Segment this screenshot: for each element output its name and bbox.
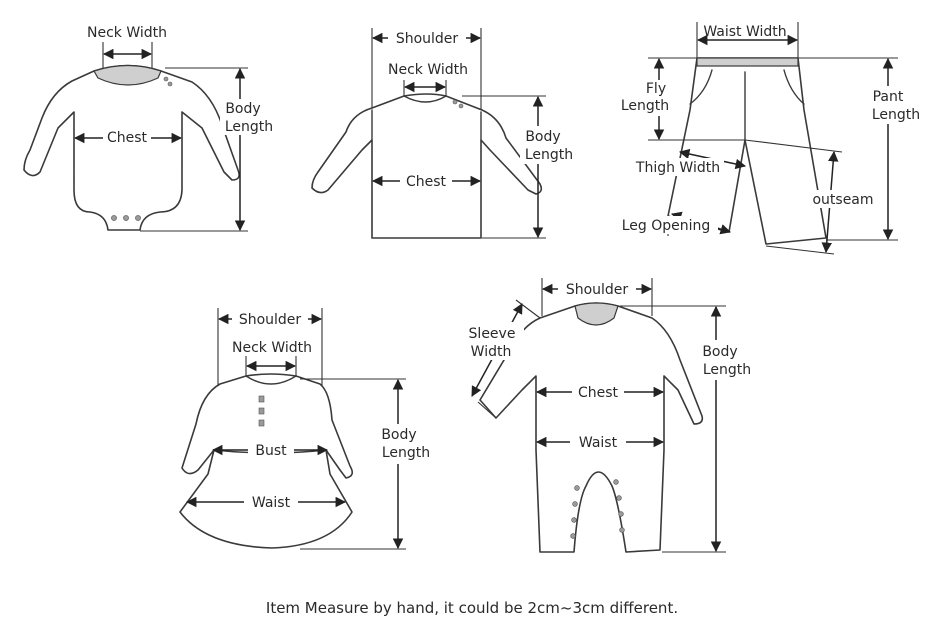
- dress-button: [258, 407, 265, 415]
- bodysuit-snap: [163, 76, 169, 82]
- pants-pocket: [783, 69, 805, 105]
- dress-diagram: Shoulder Neck Width Bust Waist Body Leng…: [179, 308, 436, 550]
- romper-snap: [570, 533, 576, 539]
- body-length-label: Body: [525, 129, 560, 145]
- sleeve-width-label: Width: [471, 344, 512, 360]
- romper-collar: [574, 302, 619, 326]
- romper-diagram: Shoulder Sleeve Width Chest Waist Body L…: [464, 278, 756, 553]
- body-length-label: Length: [225, 119, 273, 135]
- pant-length-label: Length: [872, 107, 920, 123]
- outseam-label: outseam: [812, 192, 873, 208]
- shoulder-label: Shoulder: [396, 31, 459, 47]
- pants-waistband: [696, 57, 799, 67]
- romper-outline: [479, 302, 704, 553]
- chest-label: Chest: [406, 174, 447, 190]
- romper-snap: [572, 501, 578, 507]
- romper-snap: [571, 517, 577, 523]
- bodysuit-snap: [123, 215, 129, 221]
- body-length-label: Body: [702, 344, 737, 360]
- body-length-label: Length: [703, 362, 751, 378]
- bodysuit-outline: [23, 64, 240, 231]
- fly-length-label: Length: [621, 98, 669, 114]
- bodysuit-snap: [135, 215, 141, 221]
- bodysuit-snap: [167, 81, 173, 87]
- body-length-label: Length: [525, 147, 573, 163]
- body-length-label: Body: [381, 427, 416, 443]
- bodysuit-snap: [111, 215, 117, 221]
- fly-length-label: Fly: [646, 81, 666, 97]
- shoulder-label: Shoulder: [566, 282, 629, 298]
- neck-width-label: Neck Width: [87, 25, 167, 41]
- neck-width-label: Neck Width: [232, 340, 312, 356]
- shirt-neckline: [403, 95, 447, 103]
- shirt-diagram: Shoulder Neck Width Chest Body Length: [311, 28, 578, 239]
- shirt-button: [458, 103, 464, 109]
- body-length-label: Body: [225, 101, 260, 117]
- sleeve-width-label: Sleeve: [469, 326, 516, 342]
- waist-label: Waist: [579, 435, 618, 451]
- romper-snap: [619, 527, 625, 533]
- chest-label: Chest: [578, 385, 619, 401]
- bodysuit-collar: [93, 64, 162, 86]
- chest-label: Chest: [107, 130, 148, 146]
- dress-outline: [179, 373, 354, 549]
- waist-width-label: Waist Width: [703, 24, 786, 40]
- pants-diagram: Waist Width Fly Length Pant Length Thigh…: [614, 22, 928, 255]
- thigh-width-label: Thigh Width: [635, 160, 720, 176]
- shirt-outline: [311, 93, 543, 239]
- measurement-note: Item Measure by hand, it could be 2cm~3c…: [266, 599, 678, 617]
- romper-snap: [616, 495, 622, 501]
- romper-snap: [613, 479, 619, 485]
- dress-button: [258, 419, 265, 427]
- pant-length-label: Pant: [873, 89, 904, 105]
- leg-opening-label: Leg Opening: [622, 218, 711, 234]
- body-length-label: Length: [382, 445, 430, 461]
- waist-label: Waist: [252, 495, 291, 511]
- neck-width-label: Neck Width: [388, 62, 468, 78]
- romper-snap: [618, 511, 624, 517]
- shoulder-label: Shoulder: [239, 312, 302, 328]
- romper-snap: [574, 485, 580, 491]
- dress-button: [258, 395, 265, 403]
- pants-pocket: [689, 69, 713, 105]
- bodysuit-diagram: Neck Width Chest Body Length: [23, 25, 276, 232]
- dress-neckline: [245, 375, 297, 385]
- shirt-button: [452, 99, 458, 105]
- bust-label: Bust: [255, 443, 287, 459]
